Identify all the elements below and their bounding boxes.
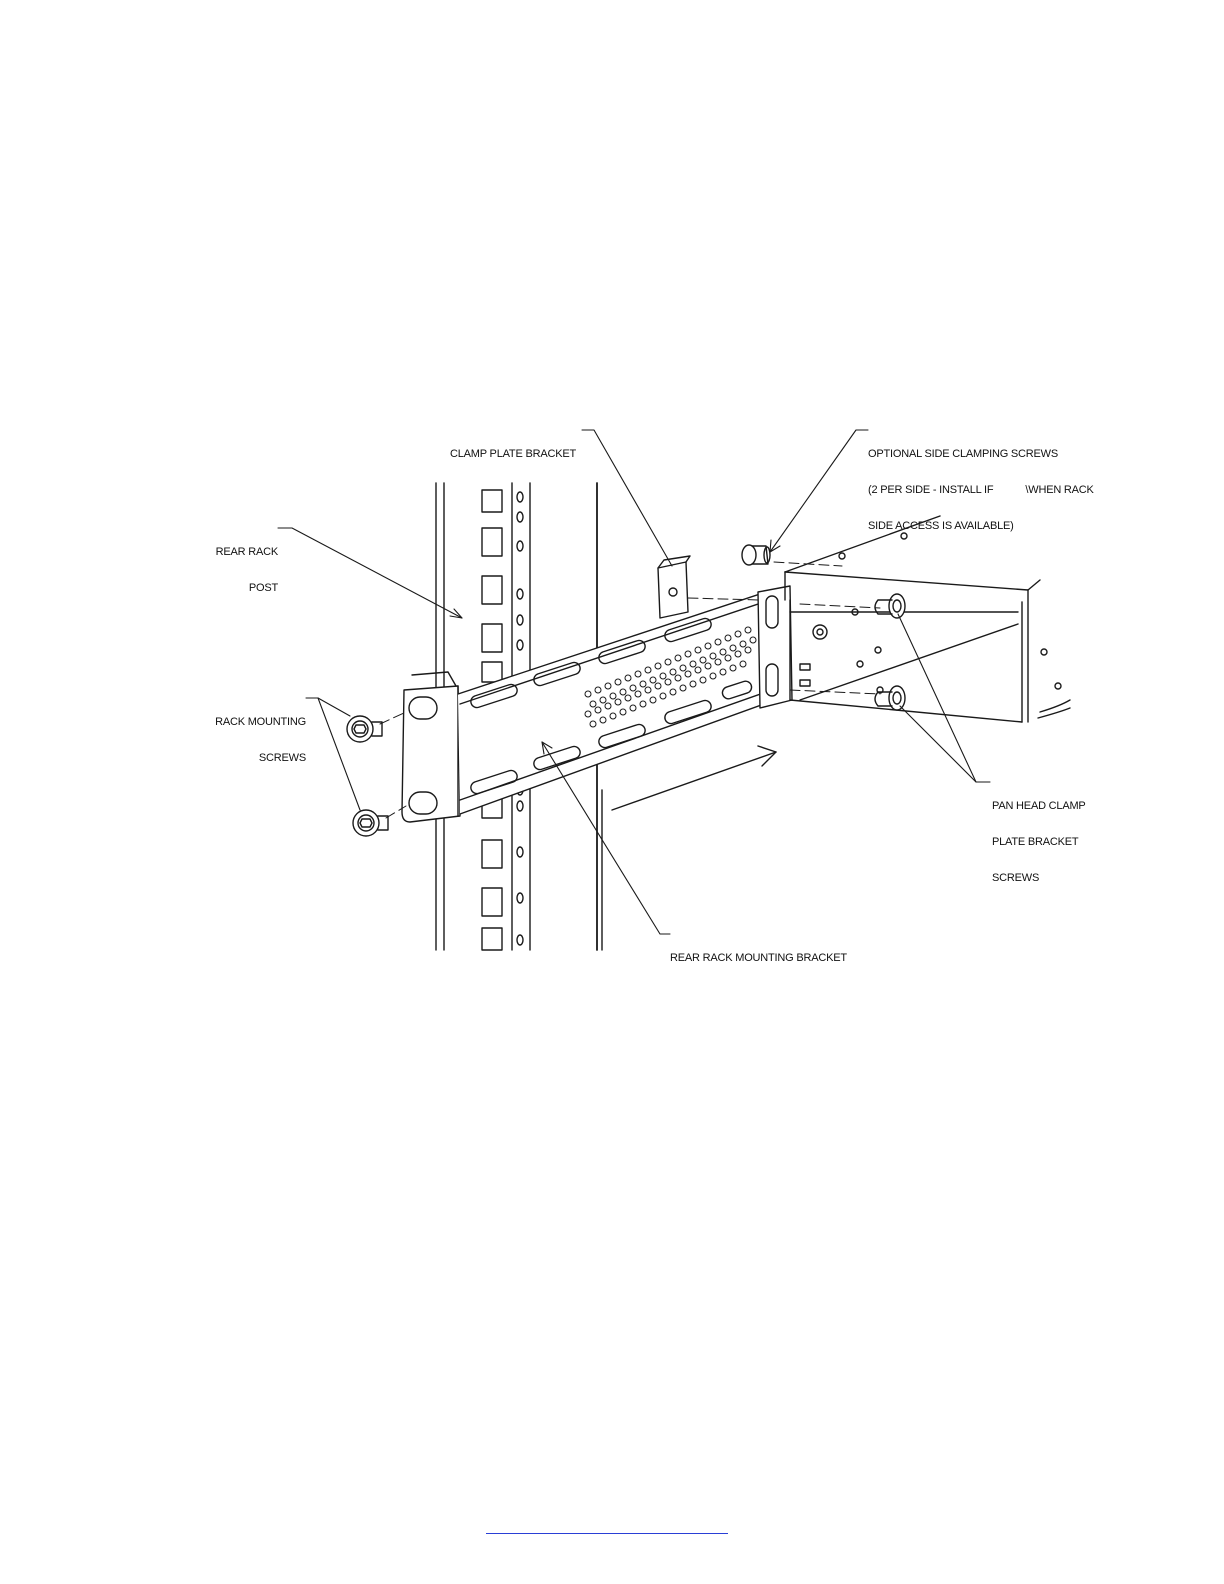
chassis: [785, 516, 1070, 722]
clamp-plate-bracket: [658, 556, 690, 618]
rack-mounting-screws: [347, 716, 388, 836]
footer-link[interactable]: [486, 1515, 728, 1534]
rear-rack-post-label: REAR RACK POST: [214, 522, 278, 606]
clamp-plate-bracket-label: CLAMP PLATE BRACKET: [450, 424, 576, 472]
optional-side-clamping-label: OPTIONAL SIDE CLAMPING SCREWS (2 PER SID…: [868, 424, 1094, 544]
insertion-arrow-icon: [612, 746, 776, 810]
rear-rack-mounting-bracket-label: REAR RACK MOUNTING BRACKET: [670, 928, 847, 976]
pan-head-clamp-label: PAN HEAD CLAMP PLATE BRACKET SCREWS: [992, 776, 1086, 896]
side-clamping-screw: [742, 545, 770, 565]
rack-mounting-screws-label: RACK MOUNTING SCREWS: [212, 692, 306, 776]
